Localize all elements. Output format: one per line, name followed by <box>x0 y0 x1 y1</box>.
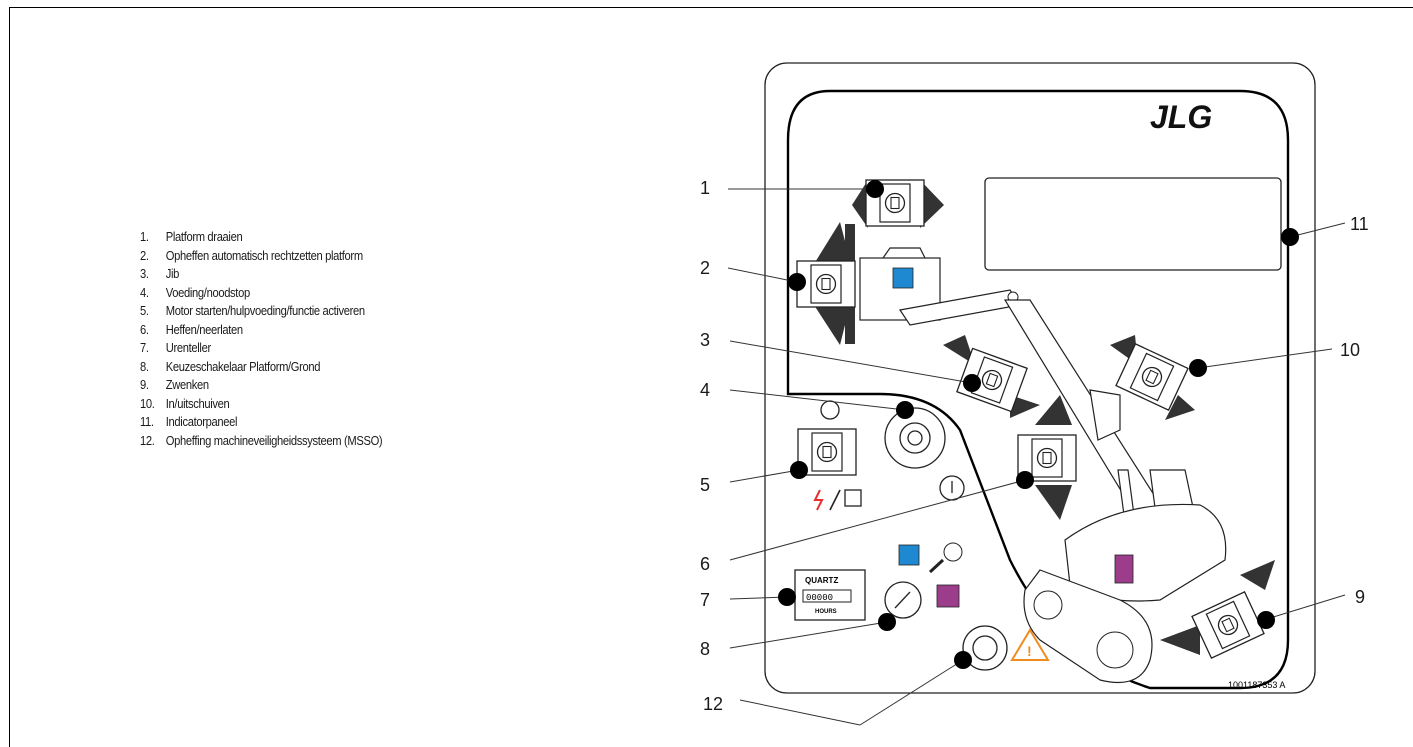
callout-2: 2 <box>700 258 710 278</box>
blue-indicator <box>892 267 914 289</box>
lift-control <box>1017 395 1077 520</box>
power-icon <box>813 489 824 511</box>
callout-7: 7 <box>700 590 710 610</box>
svg-text:!: ! <box>1027 643 1032 659</box>
platform-basket-illustration <box>859 247 1022 326</box>
callout-12: 12 <box>703 694 723 714</box>
lock-icon <box>844 489 862 507</box>
engine-start-icon <box>820 400 840 420</box>
legend-item: 1.Platform draaien <box>140 229 243 244</box>
hour-meter-digits: 00000 <box>806 593 833 603</box>
legend-item: 3.Jib <box>140 266 180 281</box>
legend-item: 11.Indicatorpaneel <box>140 414 238 429</box>
part-number: 1001187353 A <box>1228 680 1285 690</box>
legend-item: 10.In/uitschuiven <box>140 395 230 411</box>
legend-item: 9.Zwenken <box>140 377 209 392</box>
msso-button: ! <box>962 625 1050 671</box>
indicator-panel <box>984 177 1282 271</box>
callout-10: 10 <box>1340 340 1360 360</box>
swing-control <box>1160 560 1275 659</box>
jlg-logo: JLG <box>1150 99 1212 135</box>
auto-level-control <box>796 222 856 345</box>
legend-item: 5.Motor starten/hulpvoeding/functie acti… <box>140 303 365 318</box>
legend-item: 8.Keuzeschakelaar Platform/Grond <box>140 358 321 374</box>
legend-item: 6.Heffen/neerlaten <box>140 321 243 337</box>
legend-item: 12.Opheffing machineveiligheidssysteem (… <box>140 432 383 448</box>
callout-6: 6 <box>700 554 710 574</box>
legend-item: 7.Urenteller <box>140 340 211 355</box>
hour-meter: QUARTZ 00000 HOURS <box>794 569 866 621</box>
start-control <box>797 400 862 511</box>
callout-8: 8 <box>700 639 710 659</box>
callout-1: 1 <box>700 178 710 198</box>
callout-11: 11 <box>1350 214 1369 234</box>
legend-item: 2.Opheffen automatisch rechtzetten platf… <box>140 247 363 263</box>
platform-ground-selector <box>884 542 963 619</box>
legend-item: 4.Voeding/noodstop <box>140 284 250 300</box>
warning-icon <box>1010 628 1050 661</box>
telescope-control <box>1110 335 1195 420</box>
callout-9: 9 <box>1355 587 1365 607</box>
hour-meter-brand: QUARTZ <box>805 576 838 585</box>
platform-rotate-control <box>852 179 944 228</box>
callout-3: 3 <box>700 330 710 350</box>
legend-list: 1.Platform draaien 2.Opheffen automatisc… <box>140 228 383 450</box>
machine-base-illustration <box>1023 503 1227 684</box>
callout-5: 5 <box>700 475 710 495</box>
jib-control <box>943 335 1040 418</box>
callout-4: 4 <box>700 380 710 400</box>
leader-lines <box>727 188 1346 726</box>
hour-meter-unit: HOURS <box>815 609 837 615</box>
figure-frame <box>9 7 1413 747</box>
